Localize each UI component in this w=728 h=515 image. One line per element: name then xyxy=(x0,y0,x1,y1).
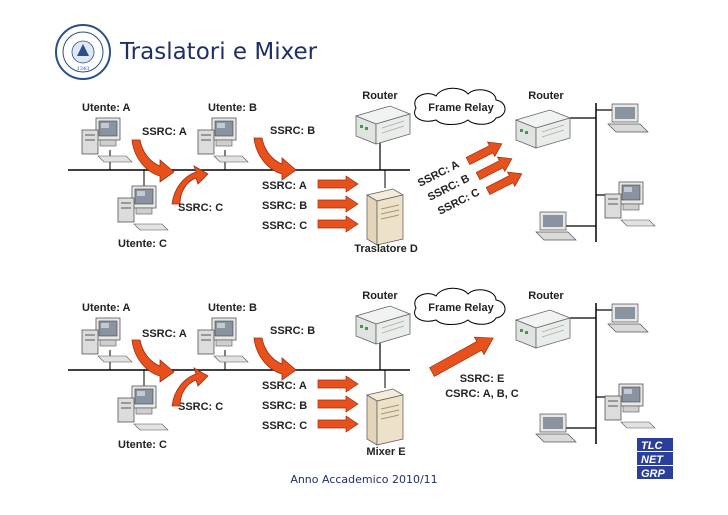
frame-relay-label: Frame Relay xyxy=(428,102,494,114)
computer-icon-user-c xyxy=(117,185,169,231)
arrow-icon-in-c xyxy=(317,215,359,233)
arrow-icon-out-c xyxy=(485,171,523,196)
arrow-icon-out-a xyxy=(465,141,503,166)
seal-year: 1343 xyxy=(77,66,90,72)
in-ssrc-a-label: SSRC: A xyxy=(262,380,307,392)
ssrc-c-label: SSRC: C xyxy=(178,401,223,413)
translator-server-icon xyxy=(366,188,404,246)
arrow-icon-out-mixed xyxy=(429,336,494,377)
user-a-label: Utente: A xyxy=(82,302,131,314)
router-right-label: Router xyxy=(528,290,564,302)
frame-relay-cloud-icon xyxy=(414,87,506,125)
router-left-label: Router xyxy=(362,90,398,102)
user-a-label: Utente: A xyxy=(82,102,131,114)
tlc-net-grp-logo-icon: TLC NET GRP xyxy=(637,438,673,480)
user-b-label: Utente: B xyxy=(208,302,257,314)
router-left-label: Router xyxy=(362,290,398,302)
computer-icon-user-b xyxy=(197,117,249,163)
curved-arrow-icon-a xyxy=(131,139,175,183)
mixer-diagram: Router Router Frame Relay Mixer E Utente… xyxy=(68,287,656,458)
mixer-label: Mixer E xyxy=(366,446,405,458)
page-title: Traslatori e Mixer xyxy=(119,39,318,65)
ssrc-b-label: SSRC: B xyxy=(270,125,315,137)
router-icon-left xyxy=(355,105,411,145)
logo-line-2: NET xyxy=(641,454,664,466)
laptop-icon-remote-1 xyxy=(607,303,649,333)
computer-icon-remote xyxy=(604,181,656,227)
computer-icon-user-a xyxy=(81,317,133,363)
logo-line-1: TLC xyxy=(641,440,663,452)
in-ssrc-c-label: SSRC: C xyxy=(262,220,307,232)
logo-line-3: GRP xyxy=(641,468,666,480)
curved-arrow-icon-a xyxy=(131,339,175,383)
router-right-label: Router xyxy=(528,90,564,102)
router-icon-right xyxy=(515,309,571,349)
user-c-label: Utente: C xyxy=(118,439,167,451)
ssrc-b-label: SSRC: B xyxy=(270,325,315,337)
arrow-icon-in-b xyxy=(317,395,359,413)
ssrc-a-label: SSRC: A xyxy=(142,328,187,340)
curved-arrow-icon-c xyxy=(171,165,209,205)
mixer-server-icon xyxy=(366,388,404,446)
out-ssrc-label: SSRC: E xyxy=(460,373,505,385)
computer-icon-user-a xyxy=(81,117,133,163)
computer-icon-user-b xyxy=(197,317,249,363)
in-ssrc-b-label: SSRC: B xyxy=(262,400,307,412)
ssrc-a-label: SSRC: A xyxy=(142,126,187,138)
arrow-icon-out-b xyxy=(475,156,513,181)
frame-relay-label: Frame Relay xyxy=(428,302,494,314)
ssrc-c-label: SSRC: C xyxy=(178,202,223,214)
laptop-icon-remote-1 xyxy=(607,103,649,133)
translator-label: Traslatore D xyxy=(354,243,418,255)
translator-diagram: Router Router Frame Relay Traslatore D U… xyxy=(68,87,656,255)
router-icon-right xyxy=(515,109,571,149)
out-csrc-label: CSRC: A, B, C xyxy=(445,388,519,400)
computer-icon-user-c xyxy=(117,385,169,431)
arrow-icon-in-a xyxy=(317,375,359,393)
curved-arrow-icon-b xyxy=(253,137,297,181)
in-ssrc-c-label: SSRC: C xyxy=(262,420,307,432)
user-c-label: Utente: C xyxy=(118,238,167,250)
router-icon-left xyxy=(355,305,411,345)
footer-text: Anno Accademico 2010/11 xyxy=(290,473,437,486)
arrow-icon-in-b xyxy=(317,195,359,213)
in-ssrc-b-label: SSRC: B xyxy=(262,200,307,212)
university-seal-icon: 1343 xyxy=(55,24,111,80)
frame-relay-cloud-icon xyxy=(414,287,506,325)
user-b-label: Utente: B xyxy=(208,102,257,114)
in-ssrc-a-label: SSRC: A xyxy=(262,180,307,192)
computer-icon-remote xyxy=(604,383,656,429)
arrow-icon-in-a xyxy=(317,175,359,193)
arrow-icon-in-c xyxy=(317,415,359,433)
curved-arrow-icon-b xyxy=(253,337,297,381)
